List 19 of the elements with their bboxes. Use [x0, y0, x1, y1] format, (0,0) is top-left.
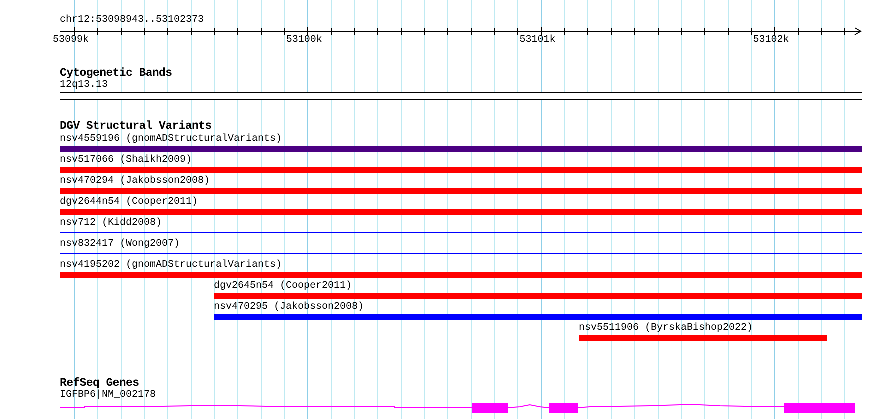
- tick-label: 53101k: [520, 35, 556, 46]
- variant-label: nsv470294 (Jakobsson2008): [60, 176, 210, 187]
- variant-label: dgv2645n54 (Cooper2011): [214, 281, 352, 292]
- tick-label: 53100k: [286, 35, 322, 46]
- variant-label: nsv712 (Kidd2008): [60, 218, 162, 229]
- variant-label: nsv517066 (Shaikh2009): [60, 155, 192, 166]
- tick-label: 53102k: [753, 35, 790, 46]
- variant-label: nsv470295 (Jakobsson2008): [214, 302, 364, 313]
- gene-label: IGFBP6|NM_002178: [60, 390, 156, 401]
- variant-label: dgv2644n54 (Cooper2011): [60, 197, 198, 208]
- location-title: chr12:53098943..53102373: [60, 15, 204, 26]
- variant-label: nsv5511906 (ByrskaBishop2022): [579, 323, 754, 334]
- variant-label: nsv4559196 (gnomADStructuralVariants): [60, 134, 282, 145]
- variant-label: nsv832417 (Wong2007): [60, 239, 180, 250]
- track-heading: DGV Structural Variants: [60, 121, 212, 132]
- band-label: 12q13.13: [60, 80, 108, 91]
- tick-label: 53099k: [53, 35, 90, 46]
- variant-label: nsv4195202 (gnomADStructuralVariants): [60, 260, 282, 271]
- track-heading: Cytogenetic Bands: [60, 68, 172, 79]
